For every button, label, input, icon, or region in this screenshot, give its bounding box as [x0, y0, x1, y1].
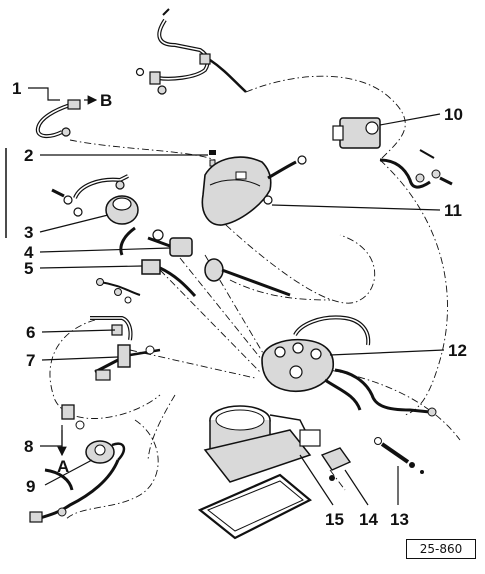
part-8-connector — [61, 404, 85, 430]
callout-3: 3 — [24, 223, 33, 242]
callout-2: 2 — [24, 146, 33, 165]
gasket — [197, 473, 312, 540]
part-10-pressure-block — [332, 117, 453, 189]
rubber-sleeve — [204, 258, 291, 297]
upper-fuel-line — [135, 8, 247, 95]
callout-8: 8 — [24, 437, 33, 456]
callout-A: A — [57, 457, 69, 476]
callout-4: 4 — [24, 243, 34, 262]
part-4-valve — [119, 226, 193, 257]
assembly-guide-lines — [49, 75, 461, 521]
callout-9: 9 — [26, 477, 35, 496]
part-14-switch — [320, 447, 352, 481]
callout-B: B — [100, 91, 112, 110]
part-6-hose — [90, 316, 133, 341]
callout-14: 14 — [359, 510, 378, 529]
part-3-regulator — [51, 174, 139, 225]
part-12-fuel-distributor — [261, 315, 437, 417]
callout-6: 6 — [26, 323, 35, 342]
callout-10: 10 — [444, 105, 463, 124]
part-7-valve — [94, 344, 161, 381]
part-13-injector — [374, 437, 424, 474]
callout-labels: 1 B 2 3 4 5 6 7 8 A 9 10 11 12 15 14 13 — [12, 79, 467, 529]
callout-1: 1 — [12, 79, 21, 98]
part-11-intake-elbow — [201, 155, 307, 226]
leader-lines — [28, 87, 445, 506]
part-1-hose — [35, 99, 81, 139]
part-9-regulator — [29, 440, 126, 523]
part-5-valve — [96, 259, 197, 304]
callout-13: 13 — [390, 510, 409, 529]
callout-11: 11 — [444, 201, 462, 220]
callout-12: 12 — [448, 341, 467, 360]
callout-5: 5 — [24, 259, 33, 278]
part-15-throttle-body — [203, 405, 321, 483]
figure-reference-number: 25-860 — [406, 539, 476, 559]
callout-15: 15 — [325, 510, 344, 529]
callout-7: 7 — [26, 351, 35, 370]
